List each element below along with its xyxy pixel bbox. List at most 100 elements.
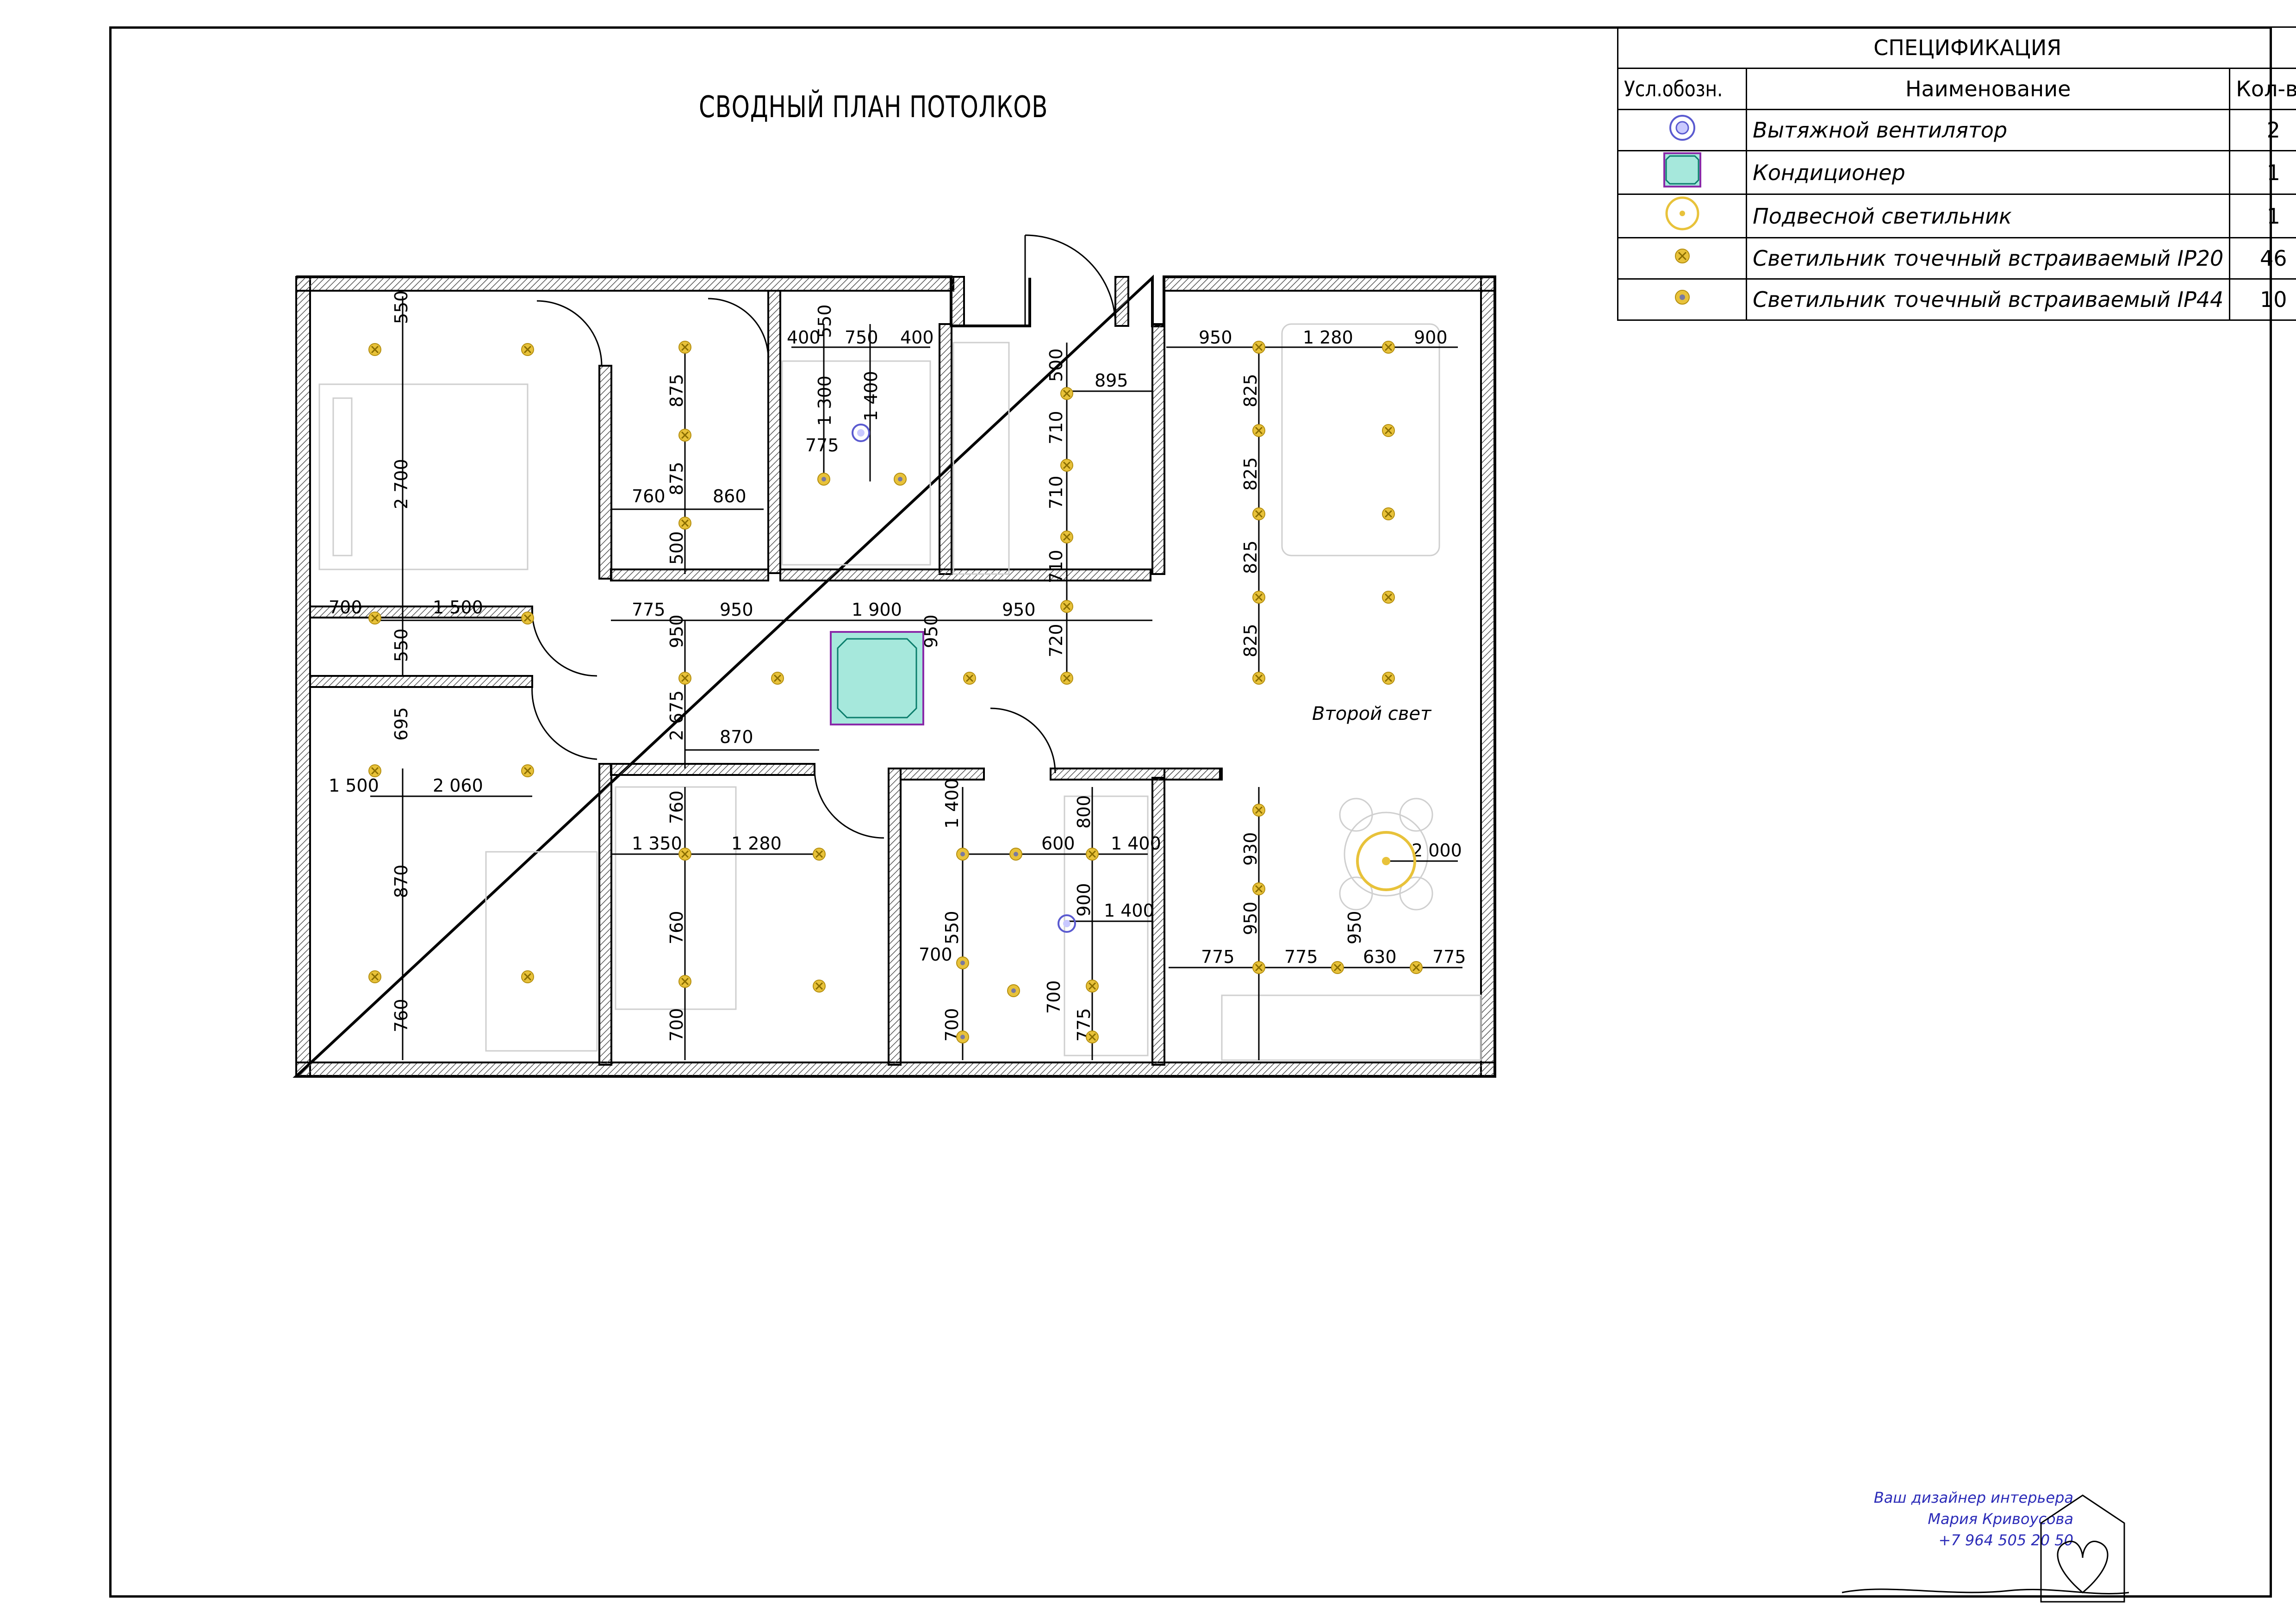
spec-row: Подвесной светильник 1 [1617,194,2296,238]
spec-qty: 10 [2229,278,2296,321]
spec-row: Кондиционер 1 [1617,150,2296,195]
dim-label: 760 [666,911,687,944]
spec-qty: 2 [2229,109,2296,151]
dim-label: 550 [815,304,835,338]
page-title: СВОДНЫЙ ПЛАН ПОТОЛКОВ [699,90,1048,125]
spotlight-ip20-icon [1252,424,1265,437]
spotlight-ip44-icon [1617,278,1748,321]
spotlight-ip20-icon [1252,882,1265,895]
dim-label: 950 [720,600,753,620]
spotlight-ip20-icon [1382,672,1395,685]
air-conditioner-icon [830,631,924,725]
dim-label: 2 000 [1412,840,1462,861]
spotlight-ip20-icon [678,975,691,988]
spec-name: Кондиционер [1746,150,2231,195]
spotlight-ip20-icon [1410,961,1423,974]
dim-label: 720 [1046,624,1066,657]
spotlight-ip20-icon [1382,424,1395,437]
spotlight-ip20-icon [1617,237,1748,280]
spec-row: Светильник точечный встраиваемый IP44 10 [1617,278,2296,321]
spec-name: Светильник точечный встраиваемый IP44 [1746,278,2231,321]
dim-label: 895 [1095,370,1128,391]
spec-name: Светильник точечный встраиваемый IP20 [1746,237,2231,280]
dim-label: 1 400 [942,778,962,829]
spotlight-ip20-icon [521,343,534,356]
dim-label: 500 [1046,348,1066,382]
pendant-lamp-icon [1356,831,1416,891]
dim-label: 900 [1074,883,1094,917]
dim-label: 1 280 [731,833,782,854]
designer-tagline: Ваш дизайнер интерьера [1873,1489,2073,1506]
dim-label: 760 [632,486,666,506]
dim-label: 875 [666,462,687,495]
dim-label: 2 675 [666,690,687,741]
exhaust-fan-icon [852,424,870,442]
house-heart-logo [1842,1494,2129,1603]
dim-label: 750 [845,327,878,348]
dim-label: 760 [666,790,687,824]
spotlight-ip20-icon [1086,848,1099,861]
spec-qty: 46 [2229,237,2296,280]
spotlight-ip20-icon [1252,591,1265,604]
dim-label: 695 [391,707,411,741]
designer-credits: Ваш дизайнер интерьера Мария Кривоусова … [1842,1487,2073,1551]
spec-col-qty: Кол-во [2229,68,2296,110]
spotlight-ip20-icon [678,672,691,685]
dim-label: 775 [1201,947,1235,967]
spotlight-ip20-icon [1060,531,1073,543]
spec-title: СПЕЦИФИКАЦИЯ [1617,26,2296,69]
dim-label: 775 [1432,947,1466,967]
spec-col-symbol: Усл.обозн. [1617,68,1748,110]
spec-row: Вытяжной вентилятор 2 [1617,109,2296,151]
spotlight-ip20-icon [1060,600,1073,613]
spotlight-ip20-icon [963,672,976,685]
dim-label: 1 280 [1303,327,1353,348]
dim-label: 775 [805,435,839,456]
spotlight-ip20-icon [368,343,381,356]
exhaust-fan-icon [1058,914,1076,933]
dim-label: 760 [391,999,411,1032]
dim-label: 870 [391,864,411,898]
spec-row: Светильник точечный встраиваемый IP20 46 [1617,237,2296,280]
spotlight-ip20-icon [1382,341,1395,354]
spotlight-ip44-icon [817,473,830,486]
dim-label: 500 [666,531,687,565]
spotlight-ip20-icon [771,672,784,685]
dim-label: 950 [666,614,687,648]
dim-label: 900 [1414,327,1448,348]
dim-label: 550 [391,290,411,324]
dim-label: 700 [666,1008,687,1042]
spotlight-ip44-icon [894,473,907,486]
spotlight-ip20-icon [678,517,691,530]
dim-label: 710 [1046,411,1066,444]
dim-label: 800 [1074,795,1094,829]
dim-label: 1 350 [632,833,682,854]
spotlight-ip20-icon [1060,459,1073,472]
dim-label: 825 [1240,540,1261,574]
dim-label: 950 [1240,901,1261,935]
spotlight-ip20-icon [368,970,381,983]
spotlight-ip20-icon [521,764,534,777]
dim-label: 700 [329,597,362,618]
dim-label: 775 [632,600,666,620]
dim-label: 710 [1046,475,1066,509]
spotlight-ip20-icon [1331,961,1344,974]
dim-label: 1 400 [1104,900,1154,921]
dim-label: 875 [666,374,687,407]
inner-walls [309,290,1223,1066]
designer-phone: +7 964 505 20 50 [1938,1531,2073,1549]
dim-label: 2 060 [433,775,483,796]
dim-label: 550 [942,911,962,944]
dim-label: 950 [1199,327,1232,348]
dim-label: 630 [1363,947,1397,967]
dim-label: 2 700 [391,459,411,509]
spotlight-ip20-icon [521,970,534,983]
dim-label: 825 [1240,457,1261,491]
spotlight-ip20-icon [1252,341,1265,354]
dim-label: 1 400 [1111,833,1161,854]
spotlight-ip44-icon [956,848,969,861]
dim-label: 825 [1240,374,1261,407]
spotlight-ip20-icon [1252,961,1265,974]
exhaust-fan-icon [1617,109,1748,151]
dim-label: 1 500 [329,775,379,796]
